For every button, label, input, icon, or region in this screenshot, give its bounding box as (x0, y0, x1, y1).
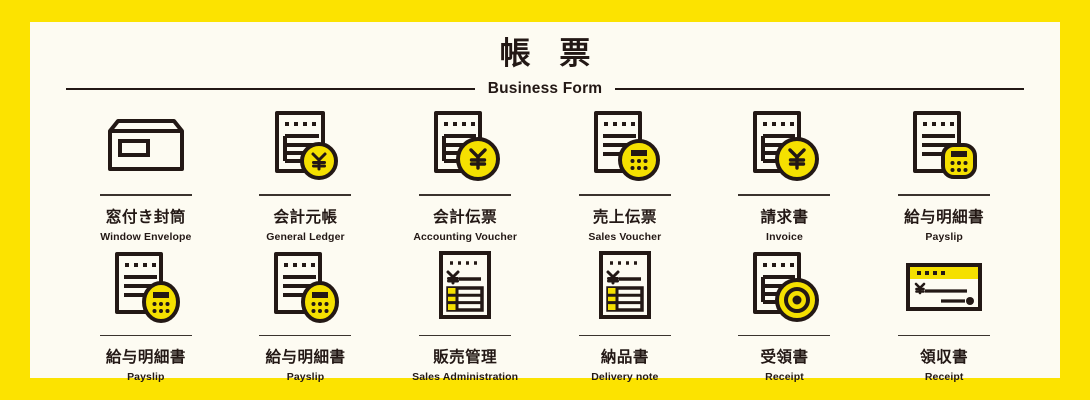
item-label-jp: 給与明細書 (904, 207, 985, 226)
form-item-invoice[interactable]: 請求書 Invoice (705, 102, 865, 243)
form-item-window-envelope[interactable]: 窓付き封筒 Window Envelope (66, 102, 226, 243)
item-label-jp: 給与明細書 (105, 348, 186, 367)
item-label-en: Receipt (765, 371, 804, 384)
receipt-landscape-icon (864, 249, 1024, 325)
document-calculator-oval-icon (66, 249, 226, 325)
item-label-en: Window Envelope (100, 230, 192, 243)
form-item-payslip-1[interactable]: 給与明細書 Payslip (864, 102, 1024, 243)
document-calculator-rounded-icon (864, 108, 1024, 184)
document-calculator-oval-icon (226, 249, 386, 325)
item-label-jp: 給与明細書 (265, 348, 346, 367)
title-rule-left (66, 87, 475, 91)
cell-divider (738, 334, 831, 337)
item-label-en: Sales Administration (412, 371, 519, 384)
form-icon-grid: 窓付き封筒 Window Envelope (66, 102, 1024, 383)
cell-divider (419, 334, 512, 337)
cell-divider (578, 334, 671, 337)
window-envelope-icon (66, 108, 226, 184)
cell-divider (578, 194, 671, 196)
cell-divider (259, 334, 352, 337)
form-item-general-ledger[interactable]: 会計元帳 General Ledger (226, 102, 386, 243)
cell-divider (259, 194, 352, 196)
header: 帳 票 Business Form (30, 22, 1060, 100)
page-title-en: Business Form (487, 80, 603, 97)
item-label-jp: 販売管理 (433, 348, 498, 367)
form-item-payslip-2[interactable]: 給与明細書 Payslip (66, 243, 226, 384)
item-label-jp: 納品書 (600, 348, 649, 367)
document-calculator-circle-icon (545, 108, 705, 184)
item-label-en: Payslip (127, 371, 165, 384)
item-label-en: Payslip (925, 230, 963, 243)
item-label-en: Accounting Voucher (413, 230, 518, 243)
cell-divider (99, 334, 192, 337)
item-label-jp: 受領書 (760, 348, 809, 367)
item-label-jp: 会計元帳 (273, 207, 338, 226)
form-item-sales-voucher[interactable]: 売上伝票 Sales Voucher (545, 102, 705, 243)
form-item-accounting-voucher[interactable]: 会計伝票 Accounting Voucher (385, 102, 545, 243)
cell-divider (898, 334, 991, 337)
item-label-en: Sales Voucher (588, 230, 662, 243)
title-rule-right (615, 87, 1025, 91)
document-yen-coin-large-icon (385, 108, 545, 184)
form-item-receipt-landscape[interactable]: 領収書 Receipt (864, 243, 1024, 384)
item-label-en: Invoice (766, 230, 803, 243)
cell-divider (898, 194, 991, 196)
item-label-jp: 請求書 (760, 207, 809, 226)
cell-divider (99, 194, 192, 196)
item-label-en: Payslip (286, 371, 325, 384)
form-item-receipt-stamp[interactable]: 受領書 Receipt (705, 243, 865, 384)
item-label-jp: 売上伝票 (592, 207, 657, 226)
document-yen-coin-small-icon (226, 108, 386, 184)
item-label-en: Receipt (924, 371, 964, 384)
document-yen-table-icon (545, 249, 705, 325)
item-label-en: Delivery note (591, 371, 659, 384)
item-label-jp: 会計伝票 (433, 207, 498, 226)
item-label-jp: 領収書 (920, 348, 969, 367)
poster-panel: 帳 票 Business Form 窓付き封筒 Window Envelope (30, 22, 1060, 383)
form-item-delivery-note[interactable]: 納品書 Delivery note (545, 243, 705, 384)
document-yen-table-icon (385, 249, 545, 325)
item-label-en: General Ledger (266, 230, 345, 243)
document-stamp-circle-icon (705, 249, 865, 325)
cell-divider (419, 194, 512, 196)
cell-divider (738, 194, 831, 196)
form-item-payslip-3[interactable]: 給与明細書 Payslip (226, 243, 386, 384)
form-item-sales-administration[interactable]: 販売管理 Sales Administration (385, 243, 545, 384)
title-rule-row: Business Form (66, 79, 1025, 99)
document-yen-coin-large-icon (705, 108, 865, 184)
page-title-jp: 帳 票 (499, 36, 600, 72)
item-label-jp: 窓付き封筒 (105, 207, 186, 226)
